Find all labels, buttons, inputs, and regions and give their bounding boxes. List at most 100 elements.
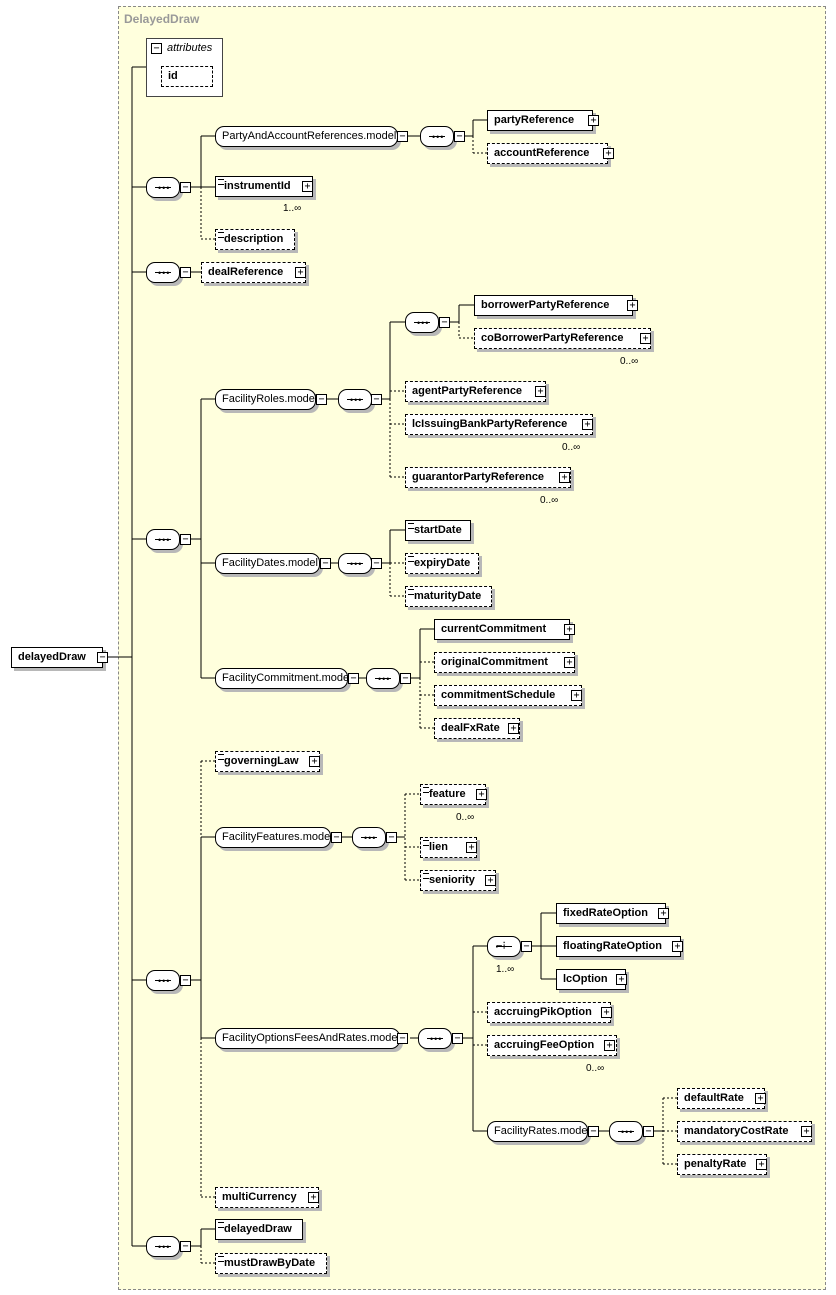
choice-icon[interactable]: ⌐⁝: [487, 936, 521, 957]
expand-icon[interactable]: +: [672, 941, 683, 952]
expand-icon[interactable]: +: [640, 333, 651, 344]
expand-icon[interactable]: +: [564, 624, 575, 635]
expand-icon[interactable]: +: [309, 756, 320, 767]
sequence-icon[interactable]: •••: [420, 126, 454, 147]
element-mustDrawByDate[interactable]: mustDrawByDate: [215, 1253, 327, 1274]
sequence-icon[interactable]: •••: [146, 970, 180, 991]
element-agentPartyReference[interactable]: agentPartyReference: [405, 381, 546, 402]
collapse-icon[interactable]: −: [643, 1126, 654, 1137]
expand-icon[interactable]: +: [604, 1040, 615, 1051]
collapse-icon[interactable]: −: [97, 652, 108, 663]
collapse-icon[interactable]: −: [371, 558, 382, 569]
element-dealFxRate[interactable]: dealFxRate: [434, 718, 520, 739]
element-mandatoryCostRate[interactable]: mandatoryCostRate: [677, 1121, 812, 1142]
collapse-icon[interactable]: −: [397, 1033, 408, 1044]
expand-icon[interactable]: +: [476, 789, 487, 800]
element-borrowerPartyReference[interactable]: borrowerPartyReference: [474, 295, 633, 316]
element-fixedRateOption[interactable]: fixedRateOption: [556, 903, 666, 924]
collapse-icon[interactable]: −: [386, 832, 397, 843]
collapse-icon[interactable]: −: [588, 1126, 599, 1137]
element-multiCurrency[interactable]: multiCurrency: [215, 1187, 319, 1208]
element-accruingPikOption[interactable]: accruingPikOption: [487, 1002, 611, 1023]
collapse-icon[interactable]: −: [180, 1241, 191, 1252]
sequence-icon[interactable]: •••: [366, 668, 400, 689]
collapse-icon[interactable]: −: [180, 975, 191, 986]
element-floatingRateOption[interactable]: floatingRateOption: [556, 936, 681, 957]
sequence-icon[interactable]: •••: [418, 1028, 452, 1049]
expand-icon[interactable]: +: [627, 300, 638, 311]
expand-icon[interactable]: +: [571, 690, 582, 701]
element-partyReference[interactable]: partyReference: [487, 110, 593, 131]
sequence-icon[interactable]: •••: [609, 1121, 643, 1142]
group-facility-options-fees-and-rates[interactable]: FacilityOptionsFeesAndRates.model: [215, 1028, 400, 1049]
element-lcOption[interactable]: lcOption: [556, 969, 626, 990]
collapse-icon[interactable]: −: [180, 534, 191, 545]
sequence-icon[interactable]: •••: [146, 262, 180, 283]
collapse-icon[interactable]: −: [180, 182, 191, 193]
group-facility-rates[interactable]: FacilityRates.model: [487, 1121, 590, 1142]
element-delayedDraw[interactable]: delayedDraw: [215, 1219, 303, 1240]
collapse-icon[interactable]: −: [400, 673, 411, 684]
expand-icon[interactable]: +: [658, 908, 669, 919]
element-dealReference[interactable]: dealReference: [201, 262, 306, 283]
element-governingLaw[interactable]: governingLaw: [215, 751, 320, 772]
expand-icon[interactable]: +: [603, 148, 614, 159]
expand-icon[interactable]: +: [601, 1007, 612, 1018]
element-description[interactable]: description: [215, 229, 295, 250]
element-accruingFeeOption[interactable]: accruingFeeOption: [487, 1035, 617, 1056]
collapse-icon[interactable]: −: [452, 1033, 463, 1044]
element-defaultRate[interactable]: defaultRate: [677, 1088, 765, 1109]
expand-icon[interactable]: +: [564, 657, 575, 668]
collapse-icon[interactable]: −: [331, 832, 342, 843]
sequence-icon[interactable]: •••: [338, 553, 372, 574]
expand-icon[interactable]: +: [559, 472, 570, 483]
element-lcIssuingBankPartyReference[interactable]: lcIssuingBankPartyReference: [405, 414, 593, 435]
expand-icon[interactable]: +: [616, 974, 627, 985]
element-coBorrowerPartyReference[interactable]: coBorrowerPartyReference: [474, 328, 651, 349]
element-originalCommitment[interactable]: originalCommitment: [434, 652, 575, 673]
element-instrumentId[interactable]: instrumentId: [215, 176, 313, 197]
collapse-icon[interactable]: −: [439, 317, 450, 328]
collapse-icon[interactable]: −: [151, 43, 162, 54]
element-penaltyRate[interactable]: penaltyRate: [677, 1154, 767, 1175]
root-element-delayedDraw[interactable]: delayedDraw: [11, 647, 103, 668]
group-facility-features[interactable]: FacilityFeatures.model: [215, 827, 333, 848]
expand-icon[interactable]: +: [466, 842, 477, 853]
sequence-icon[interactable]: •••: [146, 1236, 180, 1257]
sequence-icon[interactable]: •••: [146, 177, 180, 198]
sequence-icon[interactable]: •••: [352, 827, 386, 848]
collapse-icon[interactable]: −: [180, 267, 191, 278]
collapse-icon[interactable]: −: [454, 131, 465, 142]
element-accountReference[interactable]: accountReference: [487, 143, 608, 164]
group-facility-dates[interactable]: FacilityDates.model: [215, 553, 320, 574]
collapse-icon[interactable]: −: [320, 558, 331, 569]
group-facility-commitment[interactable]: FacilityCommitment.model: [215, 668, 352, 689]
expand-icon[interactable]: +: [308, 1192, 319, 1203]
element-maturityDate[interactable]: maturityDate: [405, 586, 492, 607]
element-guarantorPartyReference[interactable]: guarantorPartyReference: [405, 467, 571, 488]
element-startDate[interactable]: startDate: [405, 520, 471, 541]
collapse-icon[interactable]: −: [348, 673, 359, 684]
sequence-icon[interactable]: •••: [405, 312, 439, 333]
expand-icon[interactable]: +: [588, 115, 599, 126]
expand-icon[interactable]: +: [801, 1126, 812, 1137]
element-currentCommitment[interactable]: currentCommitment: [434, 619, 570, 640]
element-commitmentSchedule[interactable]: commitmentSchedule: [434, 685, 582, 706]
element-lien[interactable]: lien: [420, 837, 477, 858]
expand-icon[interactable]: +: [485, 875, 496, 886]
expand-icon[interactable]: +: [756, 1159, 767, 1170]
expand-icon[interactable]: +: [302, 181, 313, 192]
sequence-icon[interactable]: •••: [338, 389, 372, 410]
group-facility-roles[interactable]: FacilityRoles.model: [215, 389, 317, 410]
group-party-and-account-references[interactable]: PartyAndAccountReferences.model: [215, 126, 398, 147]
element-expiryDate[interactable]: expiryDate: [405, 553, 479, 574]
expand-icon[interactable]: +: [582, 419, 593, 430]
collapse-icon[interactable]: −: [521, 941, 532, 952]
collapse-icon[interactable]: −: [397, 131, 408, 142]
expand-icon[interactable]: +: [535, 386, 546, 397]
expand-icon[interactable]: +: [508, 723, 519, 734]
attribute-id[interactable]: id: [161, 66, 213, 87]
collapse-icon[interactable]: −: [371, 394, 382, 405]
collapse-icon[interactable]: −: [316, 394, 327, 405]
sequence-icon[interactable]: •••: [146, 529, 180, 550]
